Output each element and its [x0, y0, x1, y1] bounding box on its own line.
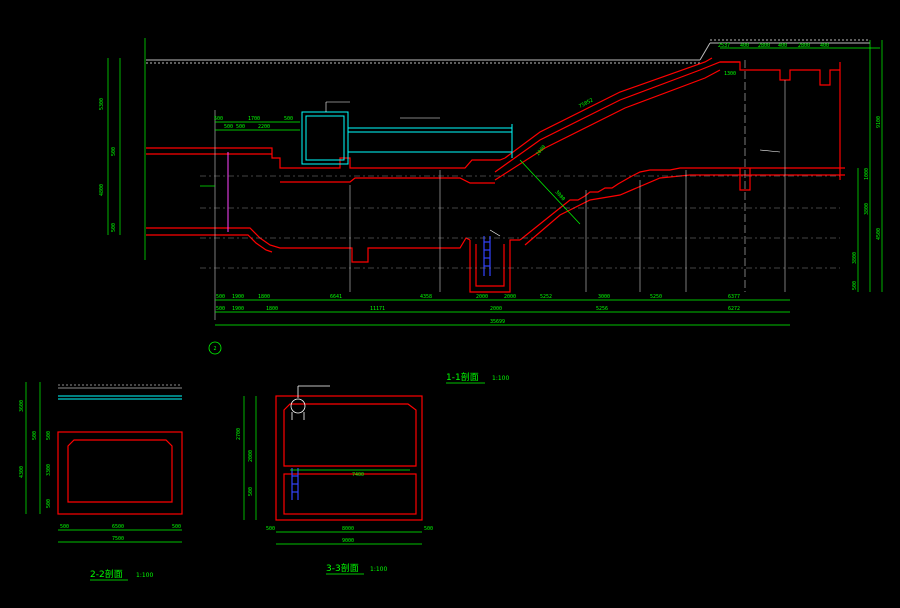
axis-bubble: 2: [208, 341, 222, 355]
left-dim: 5300: [99, 98, 105, 110]
upper-dim: 2200: [258, 124, 270, 130]
left-dim: 500: [111, 223, 117, 232]
top-dim: 400: [778, 43, 787, 49]
dim-texts-right: 9100 1000 3800 4500 500 3800: [852, 116, 882, 290]
right-dim: 9100: [876, 116, 882, 128]
section-2-2-title: 2-2剖面 1:100: [90, 568, 153, 581]
dim-texts-bottom-row2: 500 1900 1800 11171 2000 5256 6272 35699: [216, 306, 740, 325]
right-dim: 1000: [864, 168, 870, 180]
top-dim: 2800: [758, 43, 770, 49]
s22-inner-dim: 3300: [46, 464, 52, 476]
s22-total-dim: 7500: [112, 536, 124, 542]
right-dim: 3800: [864, 203, 870, 215]
bottom-dim: 6377: [728, 294, 740, 300]
s33-bottom-dim: 8000: [342, 526, 354, 532]
bottom-dim: 5256: [596, 306, 608, 312]
slope-dim: 1000: [535, 144, 547, 157]
dimension-lines: [107, 38, 883, 326]
bottom-dim: 500: [216, 294, 225, 300]
leader-lines: [325, 101, 781, 237]
section-1-1-drawing: 2: [107, 38, 883, 355]
structure-walls: [146, 57, 845, 293]
section-2-2-name: 2-2剖面: [90, 568, 123, 580]
upper-dim: 500: [236, 124, 245, 130]
s22-left-dim: 3600: [19, 400, 25, 412]
left-dim: 4800: [99, 184, 105, 196]
top-dim: 400: [740, 43, 749, 49]
bottom-dim: 6272: [728, 306, 740, 312]
bottom-dim: 5252: [540, 294, 552, 300]
s22-inner-dim: 500: [46, 431, 52, 440]
section-1-1-title: 1-1剖面 1:100: [446, 371, 509, 384]
ladder-pit: [483, 236, 491, 276]
bottom-dim: 4358: [420, 294, 432, 300]
bottom-dim: 6641: [330, 294, 342, 300]
section-3-3-scale: 1:100: [370, 566, 387, 573]
right-dim: 4500: [876, 228, 882, 240]
s33-left-dim: 2000: [248, 450, 254, 462]
section-3-3-drawing: 2700 2000 500 7400 500 8000 500 9000: [236, 385, 433, 545]
s22-bottom-dim: 500: [60, 524, 69, 530]
section-3-3-title: 3-3剖面 1:100: [326, 562, 387, 575]
top-dim: 2537: [718, 43, 730, 49]
slope-dim: 3080: [554, 189, 567, 202]
top-dim: 400: [820, 43, 829, 49]
s22-bottom-dim: 500: [172, 524, 181, 530]
right-dim: 3800: [852, 252, 858, 264]
bottom-dim: 1800: [266, 306, 278, 312]
section-2-2-scale: 1:100: [136, 572, 153, 579]
top-dim: 1300: [724, 71, 736, 77]
upper-dim: 1700: [248, 116, 260, 122]
s22-left-dim: 500: [32, 431, 38, 440]
dim-texts-upper: 500 500 500 1700 2200 500: [214, 116, 293, 130]
right-dim: 500: [852, 281, 858, 290]
left-dim: 500: [111, 147, 117, 156]
s22-left-dim: 4300: [19, 466, 25, 478]
upper-dim: 500: [224, 124, 233, 130]
bottom-dim: 5250: [650, 294, 662, 300]
dim-texts-bottom-row1: 500 1900 1800 6641 4358 2000 2000 5252 3…: [216, 294, 740, 300]
section-2-2-drawing: 3600 500 4300 500 3300 500 500 6500 500 …: [19, 382, 183, 543]
section-1-1-name: 1-1剖面: [446, 371, 479, 383]
axis-label: 2: [213, 346, 216, 352]
section-1-1-scale: 1:100: [492, 375, 509, 382]
bottom-dim: 2000: [490, 306, 502, 312]
grid-lines: [200, 175, 840, 269]
s33-left-dim: 2700: [236, 428, 242, 440]
grid-verticals: [214, 60, 786, 320]
upper-dim: 500: [284, 116, 293, 122]
section-3-3-name: 3-3剖面: [326, 562, 359, 574]
dim-texts-top: 2537 400 2800 400 2800 400 1300: [718, 43, 829, 77]
overall-dim: 35699: [490, 319, 505, 325]
bottom-dim: 2000: [504, 294, 516, 300]
s22-bottom-dim: 6500: [112, 524, 124, 530]
bottom-dim: 2000: [476, 294, 488, 300]
s22-inner-dim: 500: [46, 499, 52, 508]
bottom-dim: 500: [216, 306, 225, 312]
upper-dim: 500: [214, 116, 223, 122]
s33-total-dim: 9000: [342, 538, 354, 544]
top-dim: 2800: [798, 43, 810, 49]
bottom-dim: 1800: [258, 294, 270, 300]
s33-left-dim: 500: [248, 487, 254, 496]
s33-bottom-dim: 500: [266, 526, 275, 532]
pipe-lines: [301, 111, 513, 165]
dim-texts-left: 5300 500 4800 500: [99, 98, 117, 232]
dim-texts-sloped: 75052 1000 3080: [535, 97, 594, 202]
bottom-dim: 1900: [232, 306, 244, 312]
s33-bottom-dim: 500: [424, 526, 433, 532]
bottom-dim: 3000: [598, 294, 610, 300]
bottom-dim: 1900: [232, 294, 244, 300]
bottom-dim: 11171: [370, 306, 385, 312]
slope-dim: 75052: [578, 97, 594, 109]
ground-line: [146, 39, 870, 64]
s33-inner-dim: 7400: [352, 472, 364, 478]
